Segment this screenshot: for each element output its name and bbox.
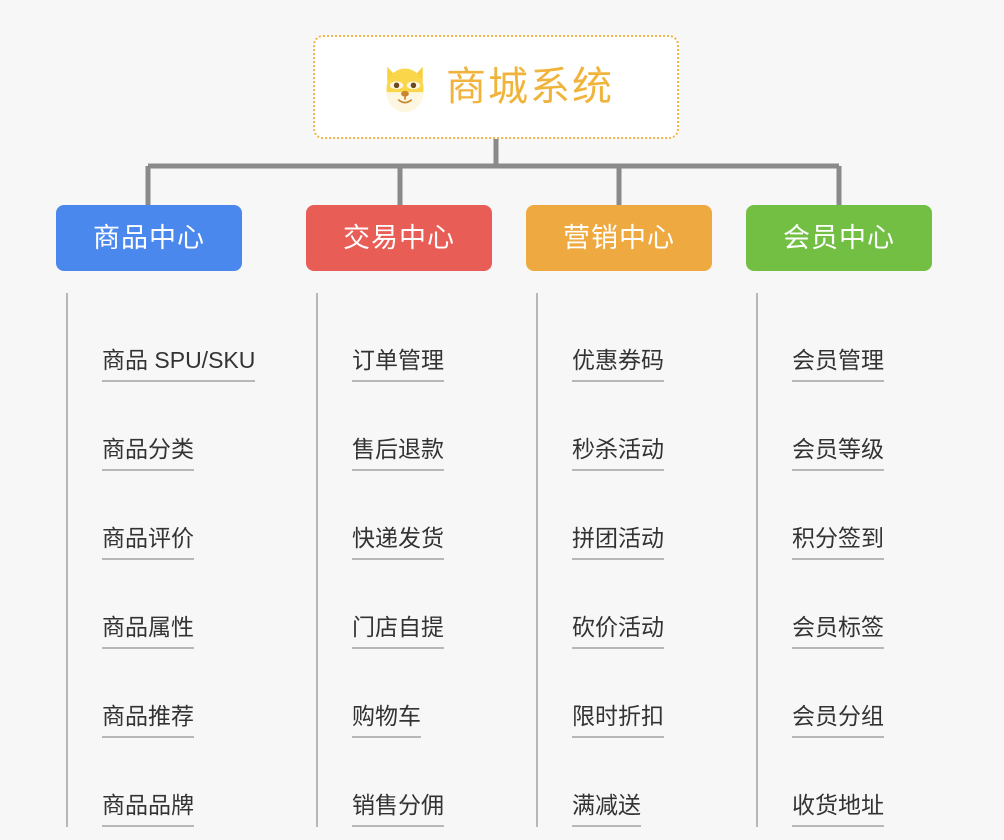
leaf-item[interactable]: 购物车 xyxy=(320,649,492,738)
leaf-label: 商品评价 xyxy=(102,527,194,560)
leaf-label: 拼团活动 xyxy=(572,527,664,560)
branch-column-2: 交易中心 订单管理 售后退款 快递发货 门店自提 购物车 销售分佣 xyxy=(306,205,492,827)
leaf-item[interactable]: 销售分佣 xyxy=(320,738,492,827)
leaf-item[interactable]: 商品品牌 xyxy=(70,738,242,827)
leaf-label: 秒杀活动 xyxy=(572,438,664,471)
leaf-label: 会员分组 xyxy=(792,705,884,738)
leaf-label: 会员管理 xyxy=(792,349,884,382)
branch-header-2[interactable]: 交易中心 xyxy=(306,205,492,271)
branch-leaf-list-3: 优惠券码 秒杀活动 拼团活动 砍价活动 限时折扣 满减送 xyxy=(536,293,712,827)
leaf-item[interactable]: 商品 SPU/SKU xyxy=(70,293,256,382)
leaf-item[interactable]: 优惠券码 xyxy=(540,293,712,382)
leaf-label: 商品 SPU/SKU xyxy=(102,349,256,382)
leaf-item[interactable]: 商品评价 xyxy=(70,471,242,560)
leaf-label: 商品分类 xyxy=(102,438,194,471)
branch-leaf-list-1: 商品 SPU/SKU 商品分类 商品评价 商品属性 商品推荐 商品品牌 xyxy=(66,293,256,827)
leaf-item[interactable]: 订单管理 xyxy=(320,293,492,382)
leaf-label: 购物车 xyxy=(352,705,421,738)
branch-leaf-list-2: 订单管理 售后退款 快递发货 门店自提 购物车 销售分佣 xyxy=(316,293,492,827)
dog-face-icon xyxy=(386,66,424,113)
leaf-item[interactable]: 门店自提 xyxy=(320,560,492,649)
leaf-label: 砍价活动 xyxy=(572,616,664,649)
leaf-label: 订单管理 xyxy=(352,349,444,382)
leaf-item[interactable]: 商品推荐 xyxy=(70,649,242,738)
leaf-item[interactable]: 会员标签 xyxy=(760,560,932,649)
leaf-item[interactable]: 快递发货 xyxy=(320,471,492,560)
leaf-label: 商品推荐 xyxy=(102,705,194,738)
leaf-item[interactable]: 售后退款 xyxy=(320,382,492,471)
leaf-label: 会员等级 xyxy=(792,438,884,471)
leaf-item[interactable]: 积分签到 xyxy=(760,471,932,560)
leaf-item[interactable]: 商品属性 xyxy=(70,560,242,649)
leaf-label: 优惠券码 xyxy=(572,349,664,382)
leaf-item[interactable]: 收货地址 xyxy=(760,738,932,827)
leaf-item[interactable]: 拼团活动 xyxy=(540,471,712,560)
leaf-label: 商品品牌 xyxy=(102,794,194,827)
leaf-item[interactable]: 会员分组 xyxy=(760,649,932,738)
leaf-label: 会员标签 xyxy=(792,616,884,649)
branch-header-4[interactable]: 会员中心 xyxy=(746,205,932,271)
leaf-label: 满减送 xyxy=(572,794,641,827)
root-title: 商城系统 xyxy=(446,65,614,109)
branch-column-4: 会员中心 会员管理 会员等级 积分签到 会员标签 会员分组 收货地址 xyxy=(746,205,932,827)
root-node[interactable]: 商城系统 xyxy=(313,35,679,139)
leaf-label: 积分签到 xyxy=(792,527,884,560)
branch-leaf-list-4: 会员管理 会员等级 积分签到 会员标签 会员分组 收货地址 xyxy=(756,293,932,827)
branch-column-1: 商品中心 商品 SPU/SKU 商品分类 商品评价 商品属性 商品推荐 商品品牌 xyxy=(56,205,256,827)
leaf-item[interactable]: 会员管理 xyxy=(760,293,932,382)
leaf-label: 限时折扣 xyxy=(572,705,664,738)
leaf-item[interactable]: 满减送 xyxy=(540,738,712,827)
leaf-label: 快递发货 xyxy=(352,527,444,560)
leaf-label: 商品属性 xyxy=(102,616,194,649)
leaf-item[interactable]: 砍价活动 xyxy=(540,560,712,649)
branch-header-1[interactable]: 商品中心 xyxy=(56,205,242,271)
leaf-item[interactable]: 商品分类 xyxy=(70,382,242,471)
branch-header-3[interactable]: 营销中心 xyxy=(526,205,712,271)
leaf-label: 售后退款 xyxy=(352,438,444,471)
leaf-label: 销售分佣 xyxy=(352,794,444,827)
leaf-item[interactable]: 会员等级 xyxy=(760,382,932,471)
leaf-label: 门店自提 xyxy=(352,616,444,649)
leaf-item[interactable]: 秒杀活动 xyxy=(540,382,712,471)
leaf-label: 收货地址 xyxy=(792,794,884,827)
branch-column-3: 营销中心 优惠券码 秒杀活动 拼团活动 砍价活动 限时折扣 满减送 xyxy=(526,205,712,827)
leaf-item[interactable]: 限时折扣 xyxy=(540,649,712,738)
